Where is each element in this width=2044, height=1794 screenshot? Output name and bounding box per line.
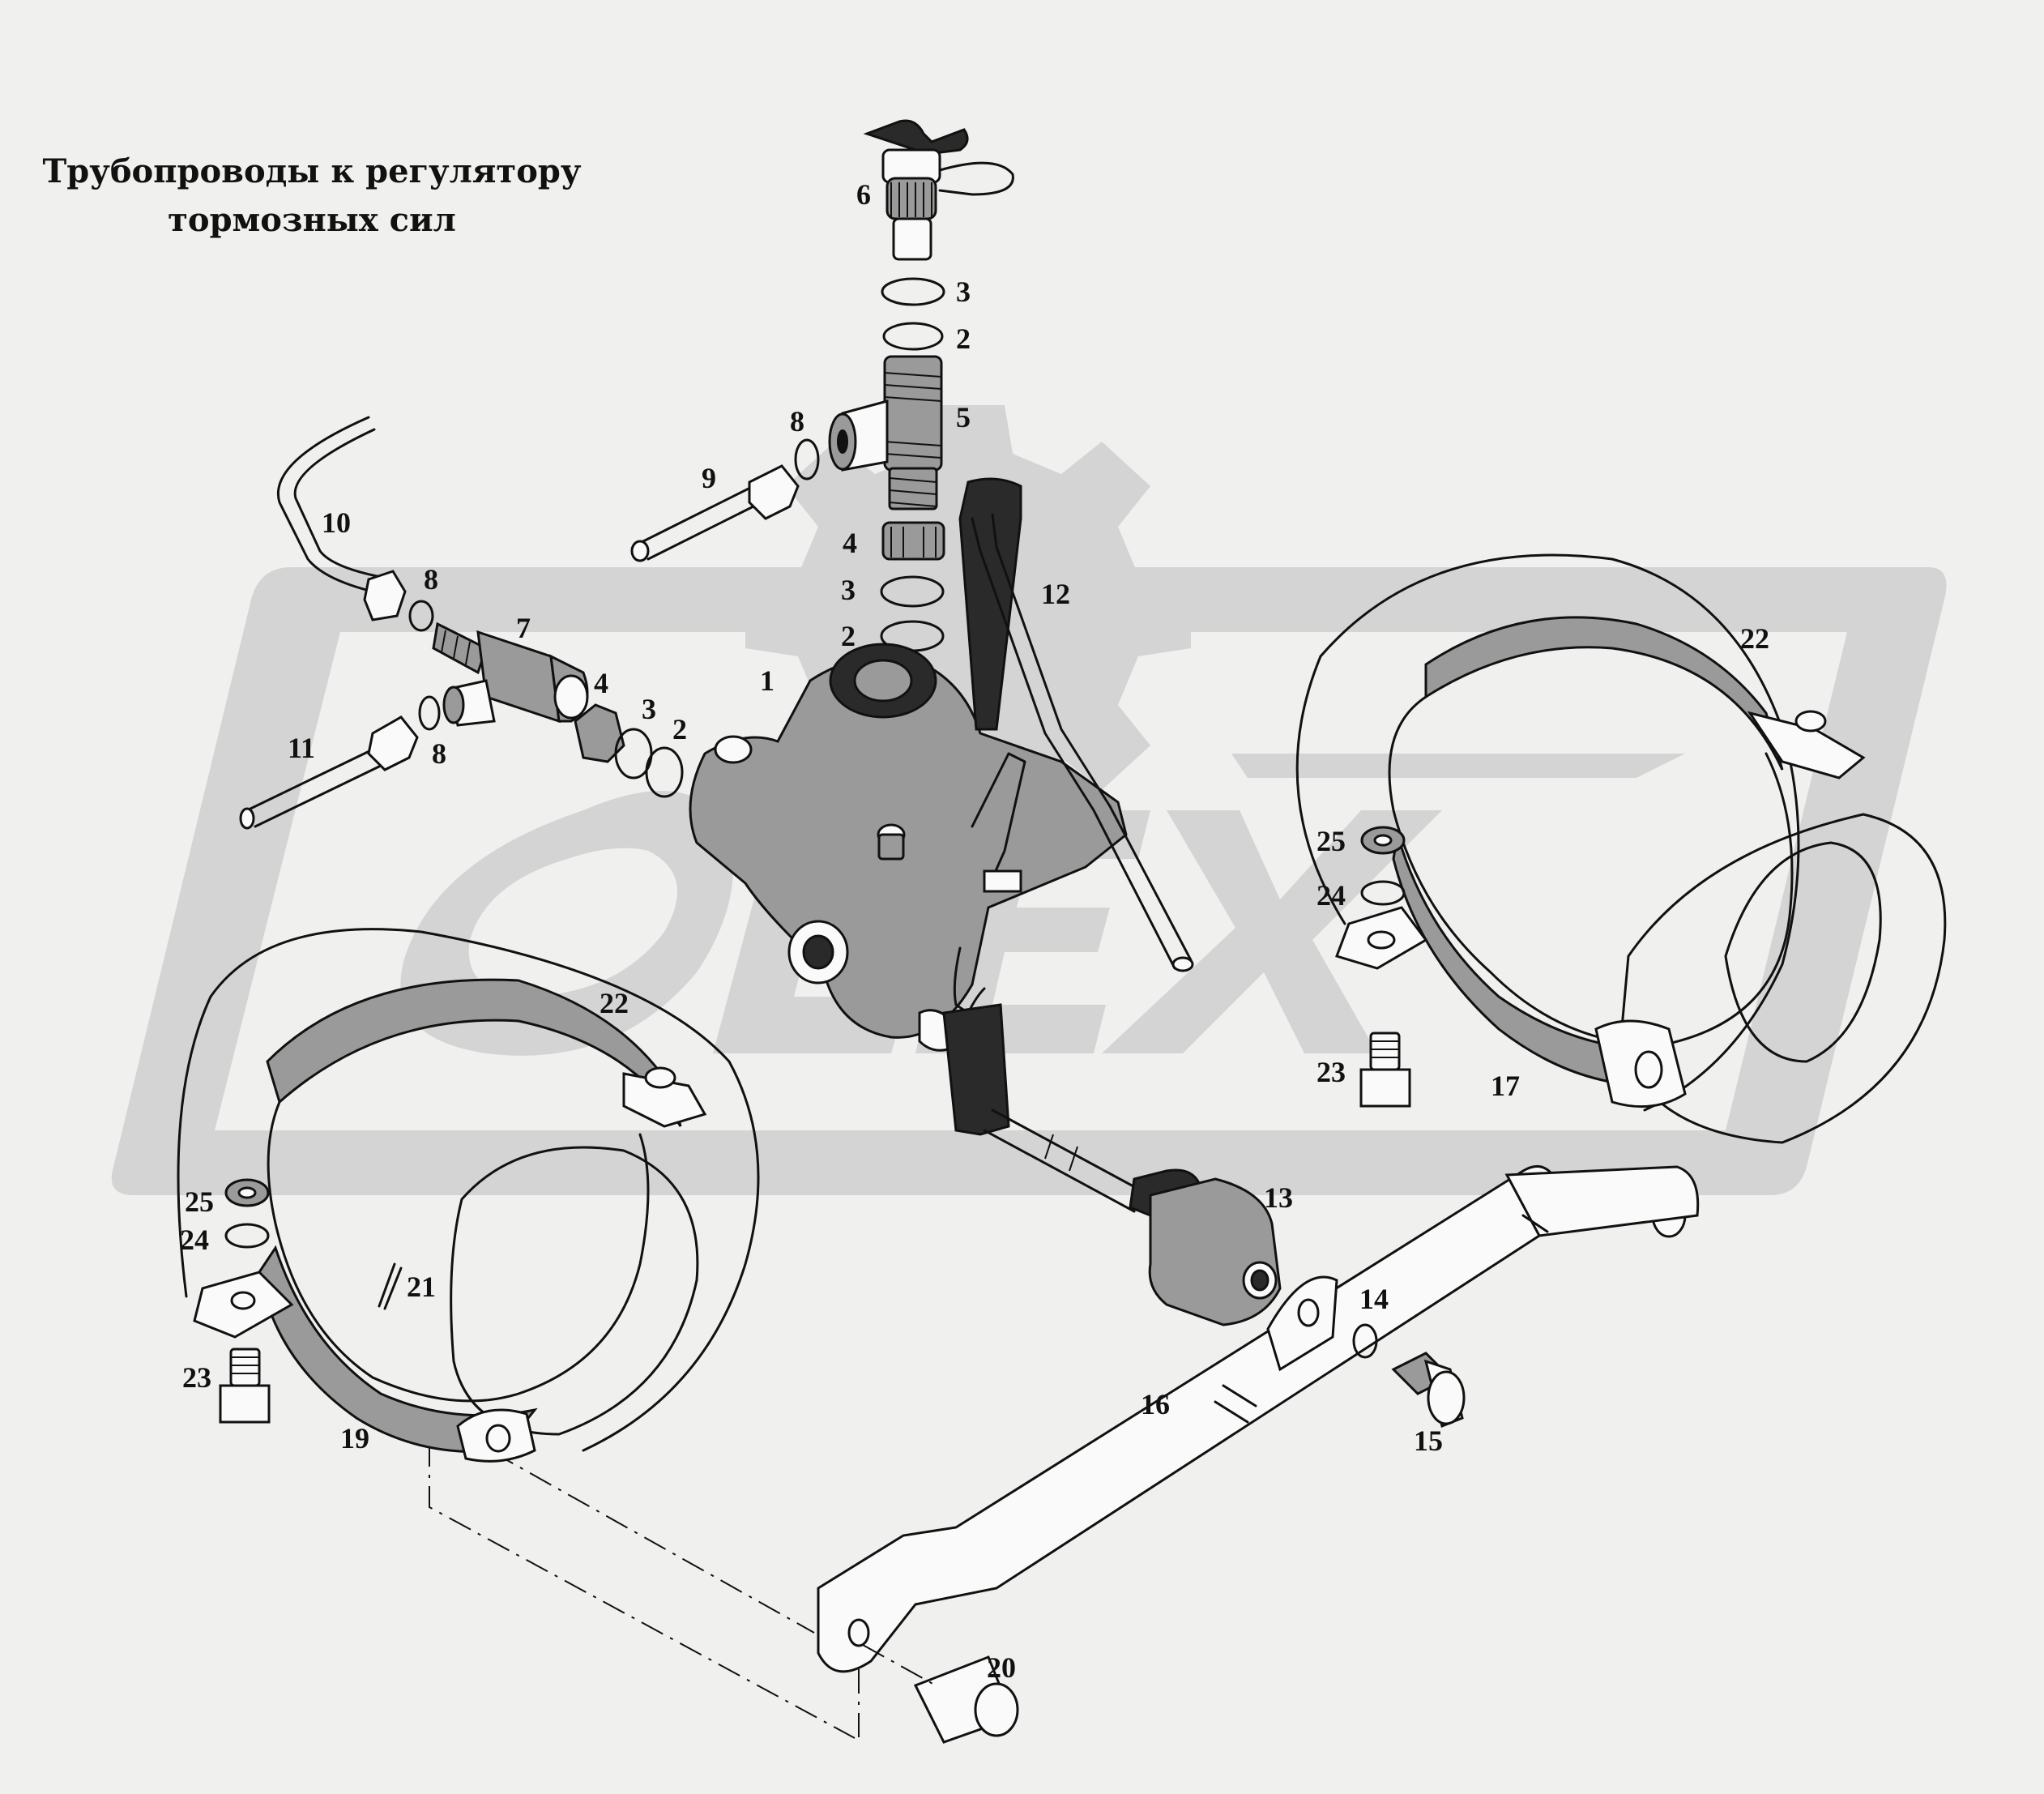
- part-5-tee-fitting: [828, 355, 943, 510]
- part-3-seal-middle: [880, 575, 945, 608]
- part-12-lever: [958, 477, 1194, 972]
- callout-2: 2: [841, 620, 856, 652]
- callout-21: 21: [407, 1271, 436, 1303]
- part-25-washer-right: [1360, 826, 1406, 855]
- callout-9: 9: [702, 462, 716, 494]
- callout-8: 8: [790, 405, 804, 438]
- part-4-nut-vertical: [881, 521, 945, 561]
- part-15-pin: [1391, 1352, 1466, 1429]
- part-23-bolt-right: [1359, 1032, 1411, 1108]
- callout-24: 24: [1316, 879, 1346, 912]
- part-8-washer-upper: [794, 438, 820, 481]
- callout-22: 22: [1740, 622, 1769, 655]
- part-6-drain-tap: [863, 119, 1014, 261]
- part-24-spring-washer-right: [1360, 880, 1406, 906]
- callout-6: 6: [856, 178, 871, 211]
- callout-8: 8: [424, 563, 438, 596]
- callout-4: 4: [843, 527, 857, 559]
- callout-labels: 1 2 2 2 3 3 3 4 4 5 6 7 8 8 8 9 10 11 12…: [180, 178, 1769, 1684]
- diagram-title-line-2: тормозных сил: [168, 201, 456, 239]
- callout-8: 8: [432, 737, 446, 770]
- part-23-bolt-left: [219, 1348, 271, 1424]
- part-16-main-rod: [817, 1164, 1700, 1673]
- part-7-tee-left: [432, 621, 589, 727]
- part-24-spring-washer-left: [224, 1223, 270, 1249]
- part-8-washer-left-top: [408, 600, 434, 632]
- part-20-pin: [913, 1655, 1019, 1744]
- part-2-washer-horizontal: [645, 746, 684, 798]
- callout-15: 15: [1414, 1425, 1443, 1457]
- callout-20: 20: [987, 1651, 1016, 1684]
- callout-13: 13: [1264, 1181, 1293, 1214]
- part-17-clamp-right: [1295, 553, 1947, 1144]
- part-10-bent-pipe: [277, 416, 407, 621]
- callout-1: 1: [760, 664, 775, 697]
- callout-19: 19: [340, 1422, 369, 1454]
- callout-2: 2: [672, 713, 687, 745]
- part-1-brake-force-regulator: [689, 643, 1128, 1052]
- callout-7: 7: [516, 612, 531, 644]
- part-9-pipe: [630, 464, 800, 562]
- callout-3: 3: [956, 276, 971, 308]
- part-8-washer-left-lower: [418, 695, 441, 731]
- diagram-title-line-1: Трубопроводы к регулятору: [43, 152, 582, 190]
- callout-11: 11: [288, 732, 315, 764]
- part-11-pipe: [239, 715, 419, 830]
- callout-14: 14: [1359, 1283, 1389, 1315]
- part-19-clamp-left: [177, 928, 760, 1463]
- part-4-nut-horizontal: [574, 703, 625, 763]
- callout-22: 22: [600, 987, 629, 1019]
- callout-5: 5: [956, 401, 971, 434]
- callout-2: 2: [956, 322, 971, 355]
- callout-12: 12: [1041, 578, 1070, 610]
- callout-10: 10: [322, 506, 351, 539]
- part-3-seal-top: [881, 277, 945, 306]
- callout-17: 17: [1491, 1070, 1520, 1102]
- callout-23: 23: [182, 1361, 211, 1394]
- part-25-washer-left: [224, 1178, 270, 1207]
- part-14-washer: [1352, 1323, 1378, 1359]
- assembly-centerlines: [429, 1429, 937, 1742]
- part-13-link-rod: [942, 1003, 1282, 1326]
- callout-16: 16: [1141, 1388, 1170, 1420]
- part-21-cotter-pin: [378, 1262, 403, 1310]
- callout-24: 24: [180, 1224, 209, 1256]
- callout-25: 25: [185, 1185, 214, 1218]
- part-2-washer-top: [882, 322, 944, 351]
- callout-3: 3: [841, 574, 856, 606]
- callout-3: 3: [642, 693, 656, 725]
- callout-25: 25: [1316, 825, 1346, 857]
- callout-23: 23: [1316, 1056, 1346, 1088]
- callout-4: 4: [594, 667, 608, 699]
